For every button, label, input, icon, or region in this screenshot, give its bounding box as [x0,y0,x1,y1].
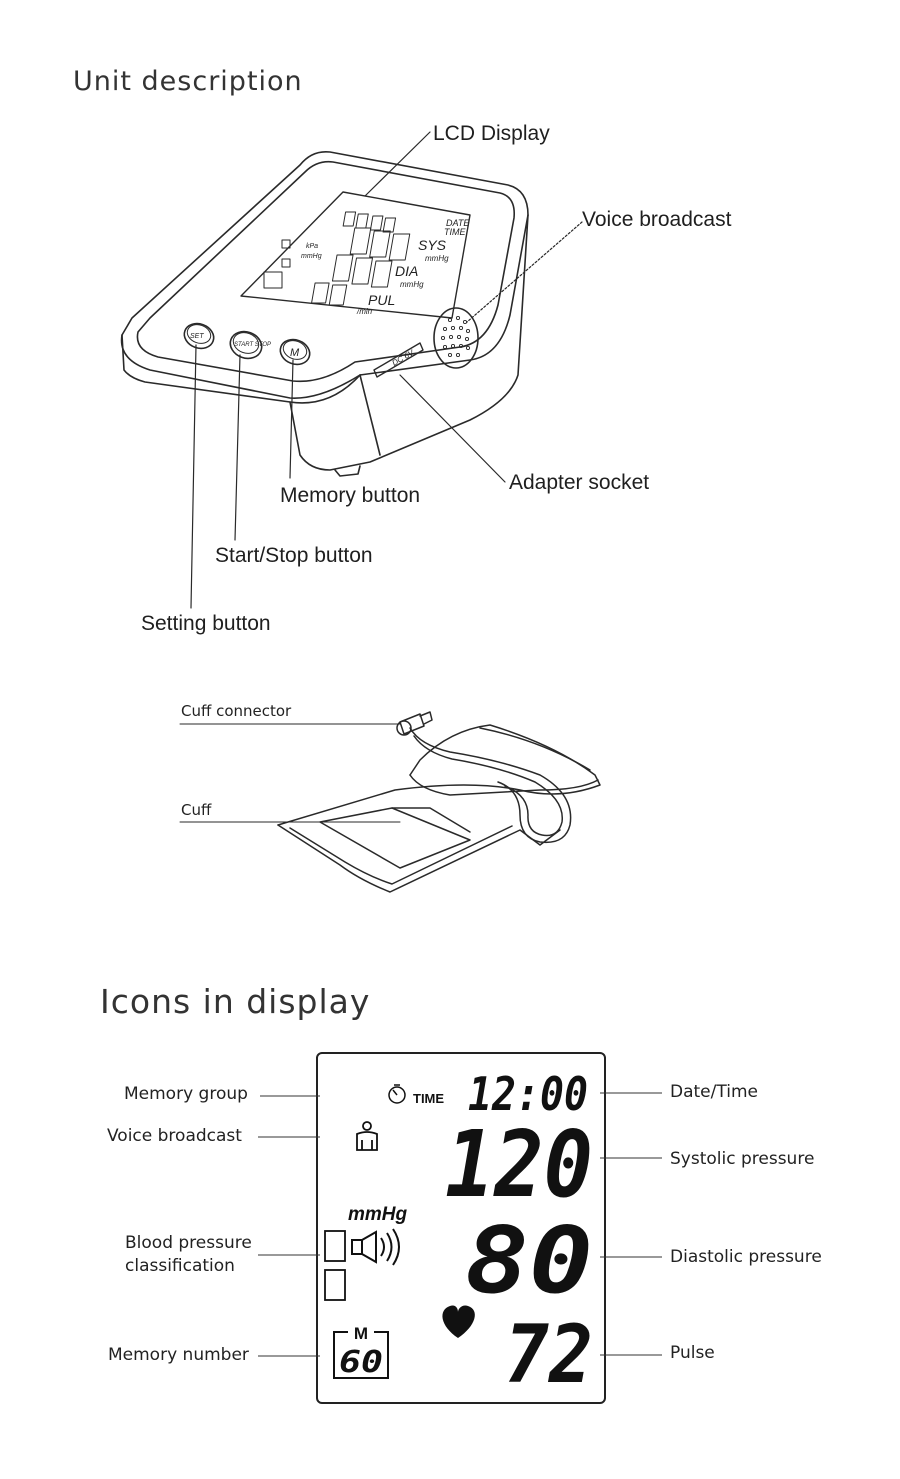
voice-broadcast-label-2: Voice broadcast [107,1126,242,1146]
lcd-pul-label: PUL [368,292,395,308]
display-clock: 12:00 [468,1067,588,1121]
cuff-label: Cuff [181,801,212,819]
display-memory-count: 60 [339,1345,383,1380]
lcd-dia-label: DIA [395,263,418,279]
lcd-dia-unit: mmHg [400,280,424,289]
lcd-pul-unit: /min [356,307,373,316]
icon-leader-lines [258,1092,662,1357]
cuff-tube [409,727,572,844]
voice-broadcast-label: Voice broadcast [582,208,732,231]
device-front-panel [359,374,381,456]
bp-class-box-top [324,1230,346,1262]
speaker-grille [433,307,479,369]
start-stop-button-label-text: Start/Stop button [215,544,373,567]
cuff-connector-plug [399,713,425,735]
display-pulse-value: 72 [505,1308,593,1401]
memory-button-shape [279,338,311,366]
setting-button-label-text: Setting button [141,612,271,635]
cuff-flat-sheet [277,824,561,893]
cuff-roll [409,774,599,796]
diastolic-pressure-label: Diastolic pressure [670,1247,822,1267]
display-memory-letter: M [354,1324,368,1343]
bp-class-label-line2: classification [125,1256,235,1276]
speaker-sound-icon [351,1228,400,1266]
start-stop-leader [234,354,241,541]
lcd-sys-unit: mmHg [425,254,449,263]
memory-number-label: Memory number [108,1345,249,1365]
pulse-label: Pulse [670,1343,715,1363]
lcd-screen-frame [316,1052,606,1404]
memory-button-leader [289,359,294,479]
voice-person-icon [356,1121,378,1151]
lcd-kpa-label: kPa [306,243,318,250]
device-top-face [120,150,529,399]
memory-button-label: M [290,347,300,359]
lcd-sys-label: SYS [418,237,447,253]
memory-button-label-text: Memory button [280,484,421,507]
cuff-connector-label: Cuff connector [181,702,292,720]
cuff-inner-bladder [319,807,471,869]
heart-icon [442,1305,475,1338]
lcd-mmhg-small: mmHg [301,253,322,260]
unit-callout-lines [190,131,583,609]
lcd-time-label: TIME [444,227,466,237]
adapter-socket-label: Adapter socket [509,471,650,494]
lcd-display-label: LCD Display [433,122,550,145]
device-lcd-window [240,191,471,319]
device-foot [334,465,361,477]
device-top-inner [136,160,516,383]
memory-box-frame [333,1331,389,1379]
setting-button-leader [190,344,197,609]
device-bottom-edge [289,374,361,404]
set-button-label: SET [190,333,204,340]
set-button-shape [183,322,215,350]
date-time-label: Date/Time [670,1082,758,1102]
display-time-label: TIME [413,1091,444,1106]
device-lcd-segments [263,211,411,306]
device-side-face [121,214,529,471]
start-stop-button-shape [229,330,263,360]
display-unit-label: mmHg [348,1204,408,1225]
icons-in-display-title: Icons in display [100,982,371,1021]
adapter-socket-leader [399,374,506,483]
display-diastolic-value: 80 [465,1207,593,1314]
adapter-socket-slot [373,342,424,378]
unit-description-title: Unit description [73,66,303,97]
bp-class-box-bottom [324,1269,346,1301]
memory-group-label: Memory group [124,1084,248,1104]
bp-class-label-line1: Blood pressure [125,1233,252,1253]
lcd-display-leader [364,131,431,197]
display-systolic-value: 120 [445,1111,593,1218]
systolic-pressure-label: Systolic pressure [670,1149,815,1169]
voice-broadcast-leader [466,221,583,323]
cuff-outer-sleeve [277,724,601,826]
lcd-date-label: DATE [446,218,470,228]
timer-icon [388,1084,406,1104]
start-stop-button-label: START STOP [234,342,271,348]
